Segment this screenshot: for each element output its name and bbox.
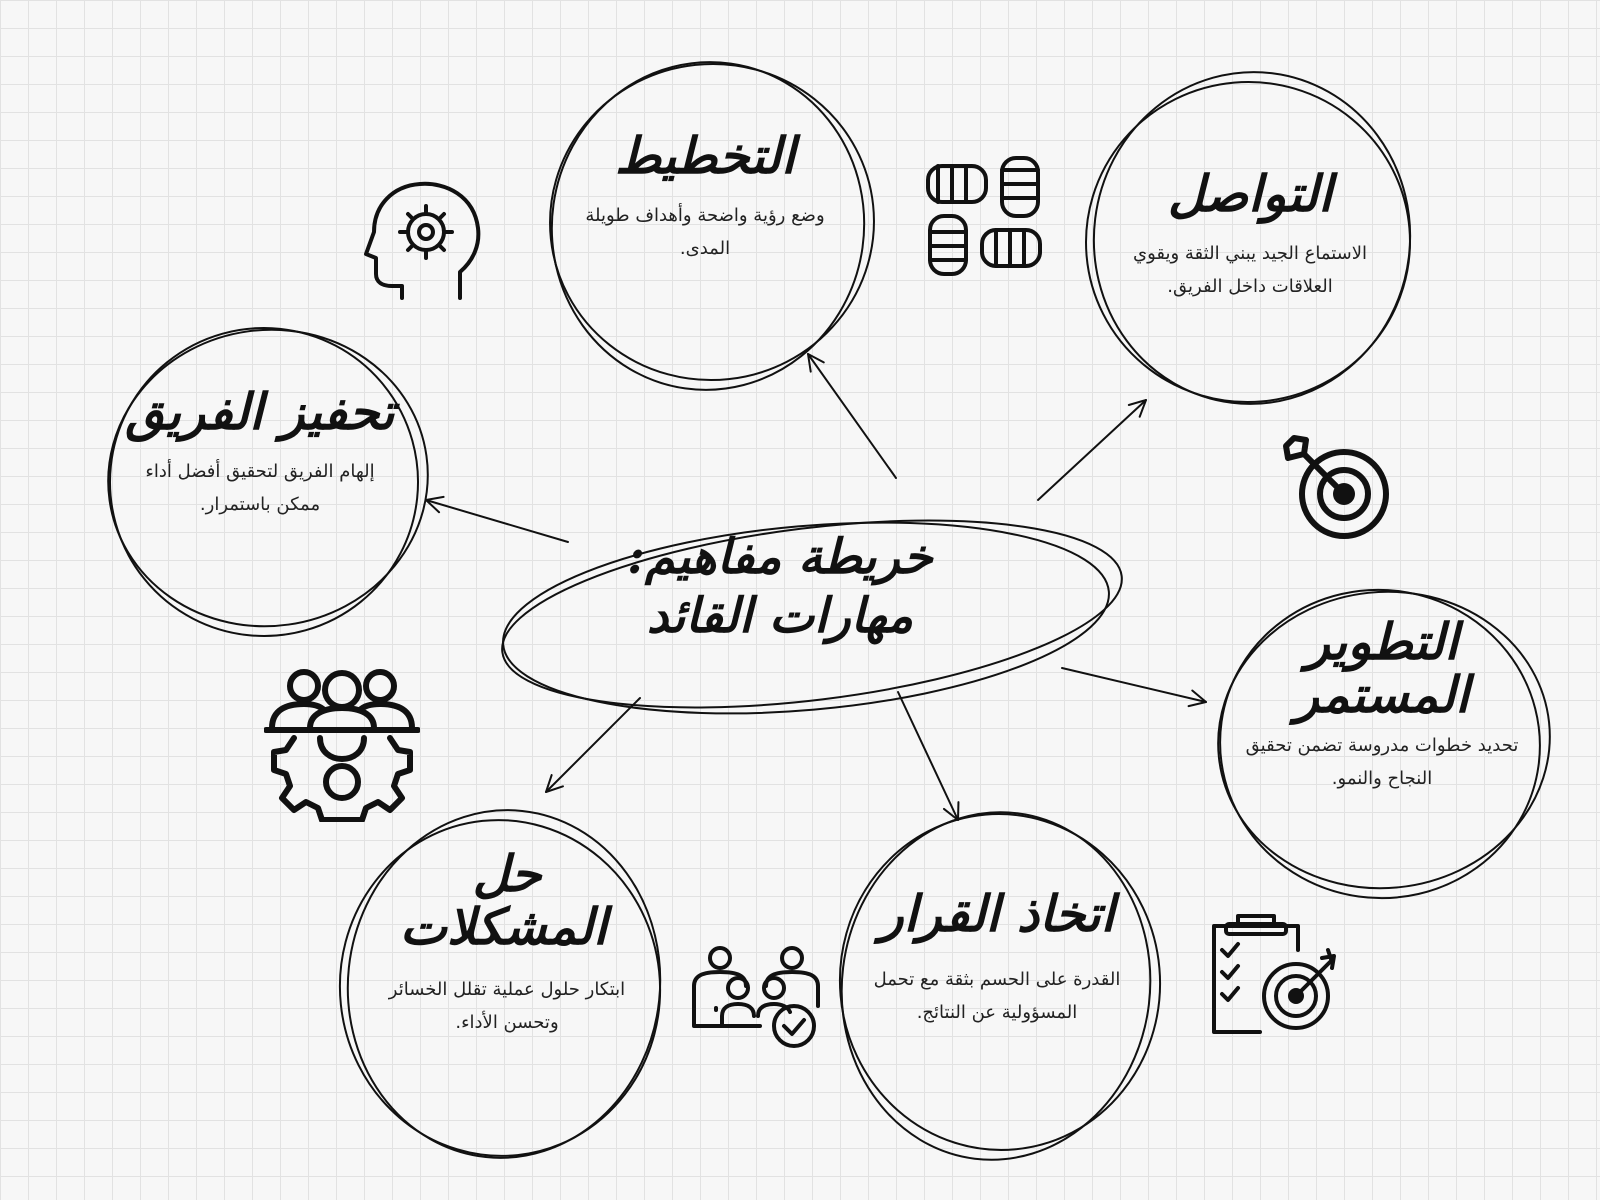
arrow-to-problem (545, 697, 641, 793)
group-check-icon (692, 946, 820, 1048)
node-title-motivation: تحفيز الفريق (125, 382, 395, 441)
node-desc-decision: القدرة على الحسم بثقة مع تحمل المسؤولية … (873, 968, 1121, 1023)
arrow-to-communication (1037, 399, 1147, 501)
center-title-line2: مهارات القائد (646, 587, 914, 644)
circle-communication (1085, 71, 1412, 405)
node-development: التطوير المستمر تحديد خطوات مدروسة تضمن … (1232, 612, 1532, 796)
node-communication: التواصل الاستماع الجيد يبني الثقة ويقوي … (1110, 164, 1390, 303)
arrow-to-planning (807, 353, 897, 479)
node-title-decision: اتخاذ القرار (879, 884, 1115, 943)
node-problem: حل المشكلات ابتكار حلول عملية تقلل الخسا… (362, 844, 652, 1040)
team-gear-icon (264, 669, 420, 822)
center-title: خريطة مفاهيم: مهارات القائد (560, 528, 1000, 645)
circle-planning (549, 61, 875, 391)
circle-development (1217, 588, 1551, 900)
node-title-development: التطوير المستمر (1294, 612, 1470, 724)
center-title-line1: خريطة مفاهيم: (627, 529, 933, 585)
node-desc-problem: ابتكار حلول عملية تقلل الخسائر وتحسن الأ… (388, 979, 626, 1034)
checklist-target-icon (1212, 914, 1336, 1034)
target-icon (1283, 435, 1389, 539)
node-planning: التخطيط وضع رؤية واضحة وأهداف طويلة المد… (570, 126, 840, 265)
node-desc-communication: الاستماع الجيد يبني الثقة ويقوي العلاقات… (1132, 242, 1368, 297)
node-title-planning: التخطيط (614, 126, 796, 185)
circle-decision (838, 811, 1162, 1161)
node-motivation: تحفيز الفريق إلهام الفريق لتحقيق أفضل أد… (110, 382, 410, 521)
circle-problem (338, 809, 662, 1159)
node-desc-planning: وضع رؤية واضحة وأهداف طويلة المدى. (585, 204, 825, 259)
circle-motivation (107, 327, 429, 637)
arrow-to-decision (897, 691, 960, 821)
node-decision: اتخاذ القرار القدرة على الحسم بثقة مع تح… (852, 884, 1142, 1029)
node-title-communication: التواصل (1167, 164, 1333, 223)
arrow-to-development (1061, 667, 1207, 708)
arrow-to-motivation (425, 495, 569, 543)
teamwork-hands-icon (926, 156, 1042, 276)
center-oval (501, 519, 1123, 715)
node-desc-development: تحديد خطوات مدروسة تضمن تحقيق النجاح وال… (1245, 735, 1519, 790)
brain-gear-icon (364, 181, 481, 300)
node-title-problem: حل المشكلات (399, 844, 607, 956)
node-desc-motivation: إلهام الفريق لتحقيق أفضل أداء ممكن باستم… (145, 460, 375, 515)
